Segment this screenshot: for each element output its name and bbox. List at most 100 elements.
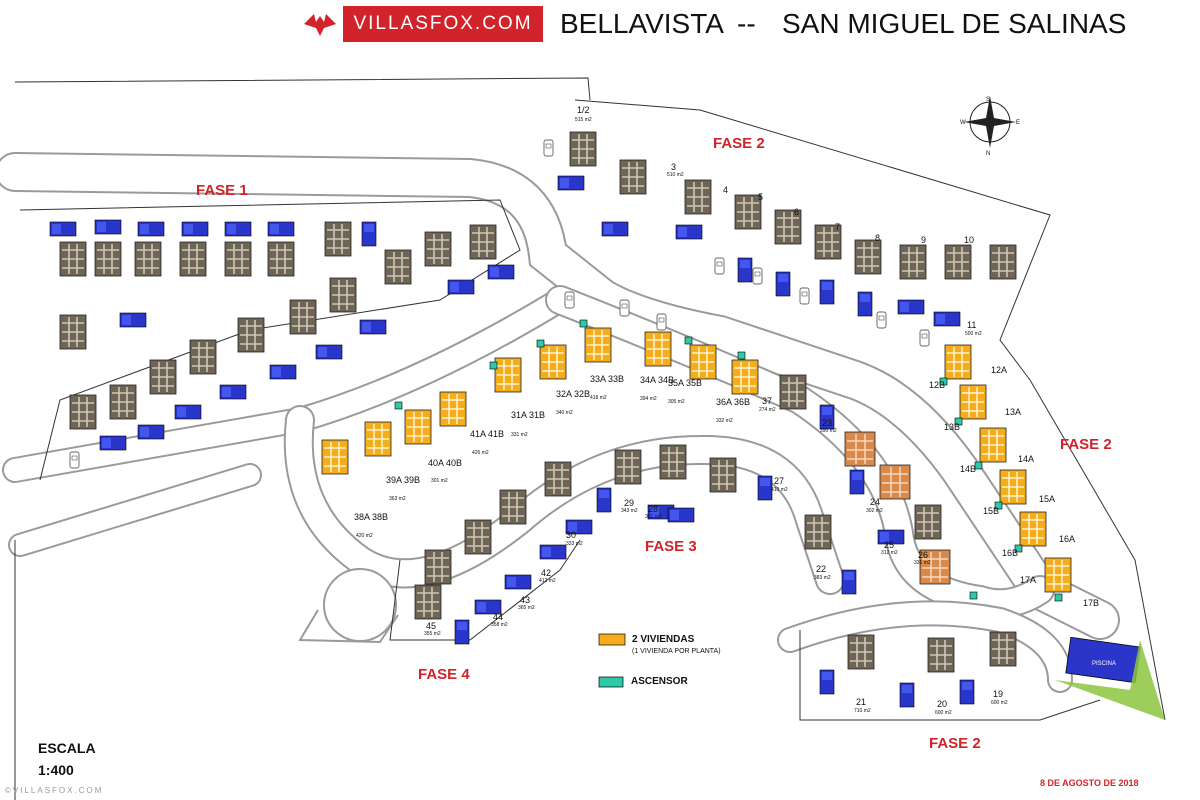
plot-label: 13A	[1005, 407, 1021, 417]
plot-label: 12B	[929, 380, 945, 390]
villasfox-logo: VILLASFOX.COM	[343, 6, 543, 42]
plot-label: 23	[822, 418, 832, 428]
legend-two-dwellings: 2 VIVIENDAS	[632, 634, 695, 645]
site-boundaries	[14, 77, 1166, 800]
fox-logo-icon	[304, 14, 336, 36]
plot-label: 15A	[1039, 494, 1055, 504]
plot-label: 41A 41B	[470, 429, 504, 439]
plot-area: 418 m2	[590, 395, 607, 401]
fase2-south-row	[819, 631, 1165, 720]
plot-label: 1/2	[577, 105, 590, 115]
plot-label: 33A 33B	[590, 374, 624, 384]
plot-area: 420 m2	[356, 533, 373, 539]
plot-area: 332 m2	[716, 418, 733, 424]
plot-label: 36A 36B	[716, 397, 750, 407]
plot-area: 390 m2	[820, 428, 837, 434]
plot-label: 14A	[1018, 454, 1034, 464]
plot-area: 600 m2	[991, 700, 1008, 706]
compass-north: S	[986, 97, 990, 103]
plot-label: 19	[993, 689, 1003, 699]
plot-label: 28	[648, 504, 658, 514]
plot-label: 4	[723, 185, 728, 195]
plot-label: 29	[624, 498, 634, 508]
plot-area: 305 m2	[668, 399, 685, 405]
compass-west: W	[960, 120, 966, 126]
scale-value: 1:400	[38, 762, 74, 778]
plot-label: 9	[921, 235, 926, 245]
plot-label: 17A	[1020, 575, 1036, 585]
plot-label: 8	[875, 233, 880, 243]
plot-area: 333 m2	[566, 541, 583, 547]
plot-label: 7	[835, 222, 840, 232]
plot-label: 15B	[983, 506, 999, 516]
title-location: SAN MIGUEL DE SALINAS	[782, 8, 1127, 39]
plot-area: 355 m2	[424, 631, 441, 637]
plot-area: 312 m2	[881, 550, 898, 556]
plot-area: 301 m2	[431, 478, 448, 484]
plot-label: 21	[856, 697, 866, 707]
plot-label: 16A	[1059, 534, 1075, 544]
plot-area: 410 m2	[771, 487, 788, 493]
compass-south: N	[986, 151, 990, 157]
plot-label: 43	[520, 595, 530, 605]
plot-label: 37	[762, 396, 772, 406]
plot-label: 38A 38B	[354, 512, 388, 522]
watermark: ©VILLASFOX.COM	[5, 786, 104, 795]
road-network	[0, 152, 1120, 693]
plot-label: 11	[967, 320, 976, 330]
plot-label: 25	[884, 540, 894, 550]
phase-label-fase3: FASE 3	[645, 538, 697, 555]
plot-area: 510 m2	[667, 172, 684, 178]
plot-label: 3	[671, 162, 676, 172]
title-bellavista: BELLAVISTA	[560, 8, 724, 39]
community-pool	[1065, 636, 1141, 684]
plot-label: 17B	[1083, 598, 1099, 608]
scale-label: ESCALA	[38, 740, 96, 756]
plot-area: 358 m2	[491, 622, 508, 628]
plot-label: 34A 34B	[640, 375, 674, 385]
plot-area: 383 m2	[814, 575, 831, 581]
phase-label-fase2-north: FASE 2	[713, 135, 765, 152]
plot-area: 412 m2	[539, 578, 556, 584]
plan-date: 8 DE AGOSTO DE 2018	[1040, 778, 1139, 788]
plot-area: 500 m2	[965, 331, 982, 337]
plot-area: 515 m2	[575, 117, 592, 123]
plot-label: 10	[964, 235, 974, 245]
plot-label: 40A 40B	[428, 458, 462, 468]
plot-label: 24	[870, 497, 880, 507]
cul-de-sac	[323, 568, 397, 642]
plot-label: 5	[758, 192, 763, 202]
plot-label: 39A 39B	[386, 475, 420, 485]
plot-area: 426 m2	[472, 450, 489, 456]
pool-label: PISCINA	[1092, 661, 1116, 667]
fase1-north-row	[49, 219, 515, 295]
phase-label-fase1: FASE 1	[196, 182, 248, 199]
plot-label: 32A 32B	[556, 389, 590, 399]
plot-label: 20	[937, 699, 947, 709]
legend-lift-swatch	[598, 676, 624, 688]
plot-area: 710 m2	[854, 708, 871, 714]
plot-area: 363 m2	[389, 496, 406, 502]
plot-label: 26	[918, 550, 928, 560]
phase-label-fase2-east: FASE 2	[1060, 436, 1112, 453]
phase-label-fase4: FASE 4	[418, 666, 470, 683]
plot-label: 27	[774, 476, 784, 486]
plot-area: 343 m2	[621, 508, 638, 514]
legend-two-dwellings-swatch	[598, 633, 626, 646]
plot-label: 6	[794, 207, 799, 217]
plot-area: 331 m2	[511, 432, 528, 438]
plot-area: 302 m2	[866, 508, 883, 514]
legend-two-dwellings-note: (1 VIVIENDA POR PLANTA)	[632, 648, 721, 655]
plot-label: 22	[816, 564, 826, 574]
plot-label: 42	[541, 568, 551, 578]
phase-label-fase2-south: FASE 2	[929, 735, 981, 752]
garden-area	[1055, 640, 1165, 720]
plot-label: 13B	[944, 422, 960, 432]
title-separator: --	[737, 8, 756, 39]
legend-lift: ASCENSOR	[631, 676, 688, 687]
plot-area: 600 m2	[935, 710, 952, 716]
compass-east: E	[1016, 120, 1020, 126]
plot-label: 16B	[1002, 548, 1018, 558]
plot-label: 31A 31B	[511, 410, 545, 420]
